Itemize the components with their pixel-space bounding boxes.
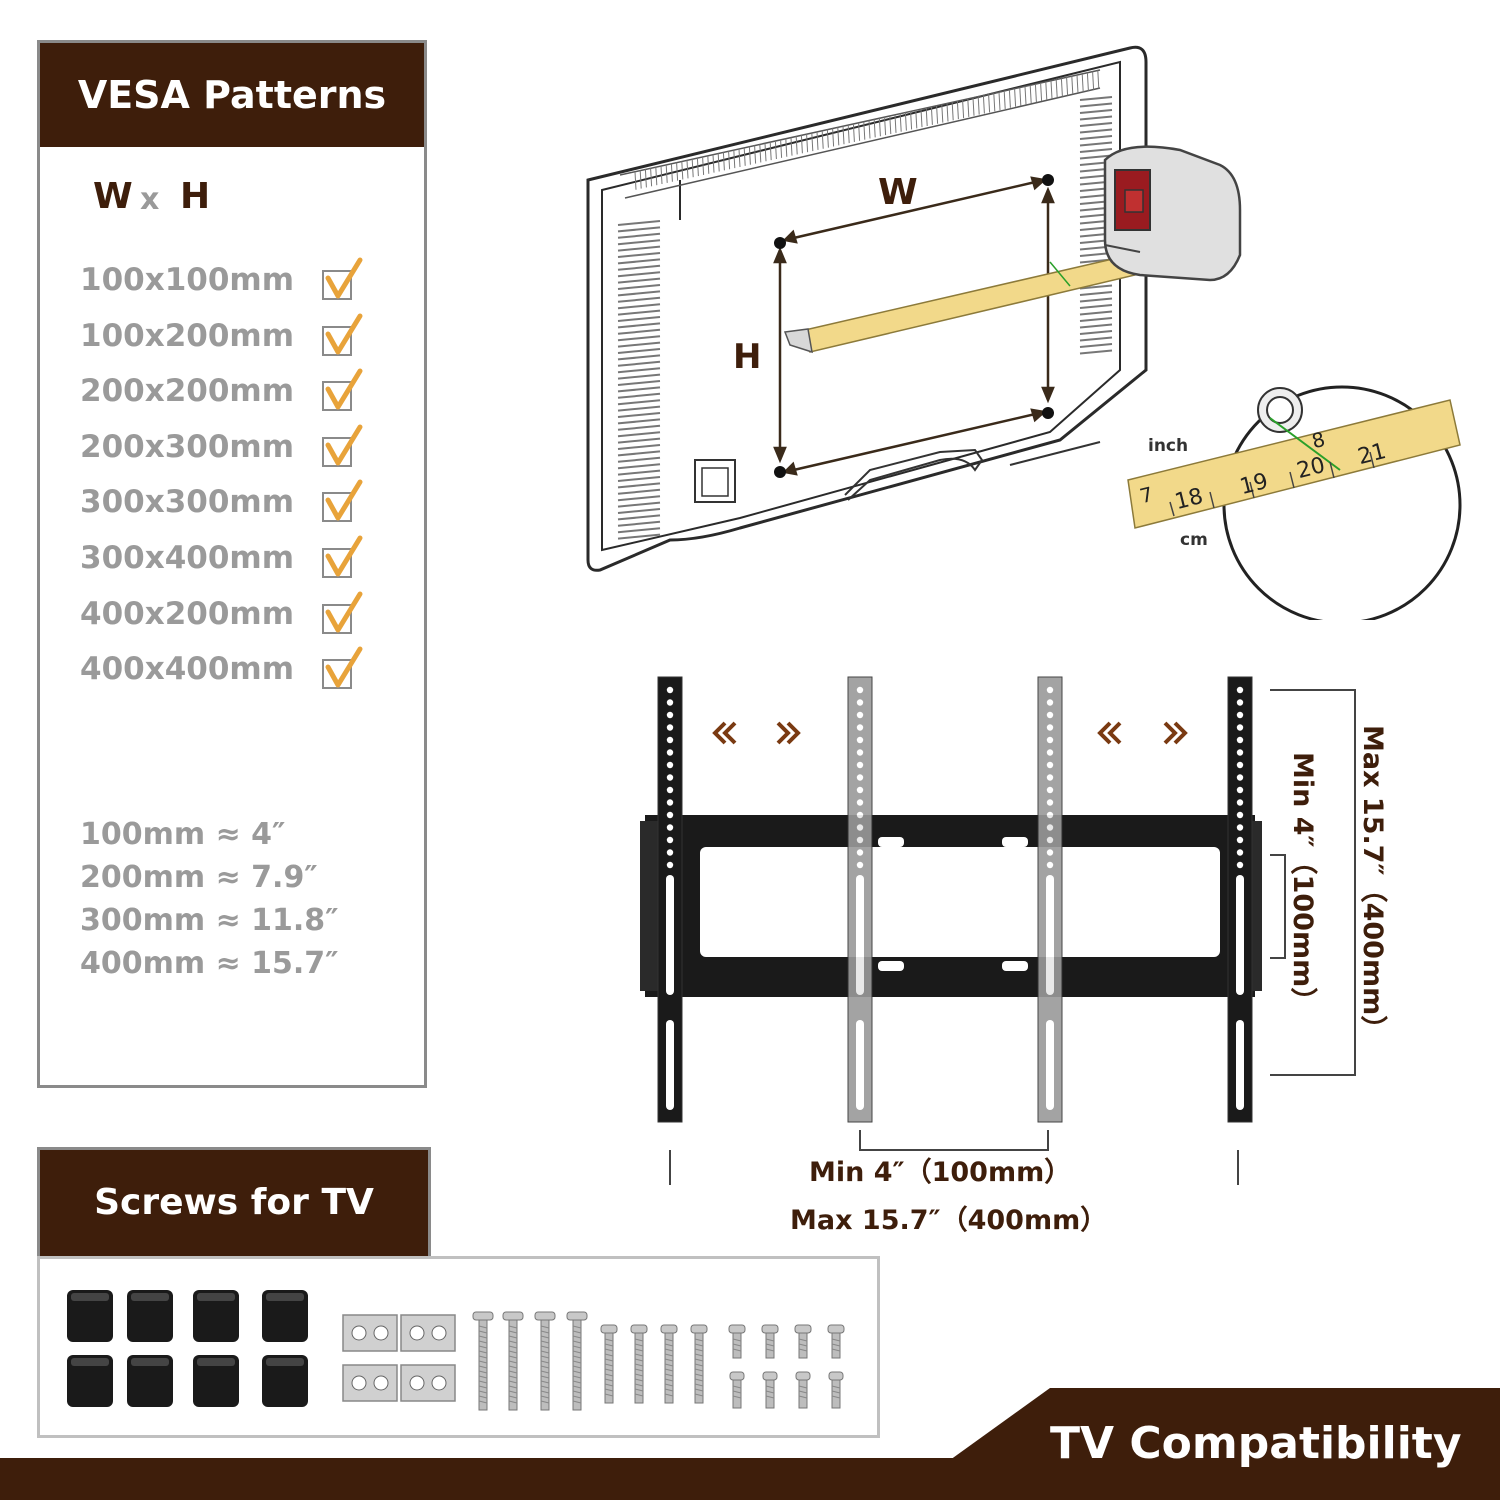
x-heading: x xyxy=(140,182,160,217)
screw-icon xyxy=(761,1324,779,1359)
screw-icon xyxy=(794,1324,812,1359)
inch-label: inch xyxy=(1148,436,1189,456)
screw-icon xyxy=(690,1324,708,1404)
spacer-icon xyxy=(262,1290,308,1342)
wall-mount-bracket xyxy=(640,676,1262,1185)
footer-band xyxy=(0,1458,1500,1500)
vesa-panel xyxy=(37,40,427,1088)
screw-icon xyxy=(600,1324,618,1404)
conversion-item: 400mm ≈ 15.7″ xyxy=(80,946,339,981)
check-icon xyxy=(322,479,363,522)
vesa-pattern-item: 300x300mm xyxy=(80,484,295,520)
spacer-icon xyxy=(193,1290,239,1342)
screw-icon xyxy=(566,1311,588,1411)
top-vent xyxy=(619,69,1101,199)
tv-back-body xyxy=(586,45,1148,572)
screws-title: Screws for TV xyxy=(94,1182,374,1223)
measuring-tape-strip xyxy=(783,254,1136,354)
vesa-pattern-item: 400x400mm xyxy=(80,651,295,687)
w-label: W xyxy=(878,172,918,213)
spacer-icon xyxy=(67,1355,113,1407)
adjust-arrows xyxy=(712,721,1188,745)
washer-plate-icon xyxy=(342,1314,398,1352)
screw-icon xyxy=(827,1324,845,1359)
vent-slats xyxy=(634,70,1100,190)
w-arrow xyxy=(782,176,1047,476)
screw-icon xyxy=(534,1311,556,1411)
screw-icon xyxy=(795,1371,811,1409)
check-icon xyxy=(322,646,363,689)
screws-header xyxy=(37,1147,431,1259)
vesa-title: VESA Patterns xyxy=(77,73,387,117)
mount-arm xyxy=(847,676,873,1123)
conversion-item: 300mm ≈ 11.8″ xyxy=(80,903,339,938)
vesa-pattern-item: 100x100mm xyxy=(80,262,295,298)
mounting-holes xyxy=(774,174,1054,478)
vesa-pattern-item: 100x200mm xyxy=(80,318,295,354)
spacer-icon xyxy=(193,1355,239,1407)
conversion-item: 200mm ≈ 7.9″ xyxy=(80,860,318,895)
check-icon xyxy=(322,591,363,634)
tv-measurement-illustration xyxy=(586,45,1462,620)
port-icon xyxy=(694,459,736,503)
vesa-pattern-item: 400x200mm xyxy=(80,596,295,632)
cm-label: cm xyxy=(1180,530,1208,550)
mount-frame xyxy=(640,815,1262,997)
max-horizontal-label: Max 15.7″（400mm） xyxy=(790,1205,1108,1236)
h-arrow xyxy=(773,186,1055,464)
check-icon xyxy=(322,368,363,411)
check-icon xyxy=(322,424,363,467)
spacers xyxy=(67,1290,308,1407)
spacer-icon xyxy=(127,1290,173,1342)
screw-icon xyxy=(762,1371,778,1409)
spacer-icon xyxy=(127,1355,173,1407)
hardware-kit xyxy=(67,1290,845,1411)
w-heading: W xyxy=(93,176,133,217)
washer-plate-icon xyxy=(400,1314,456,1352)
footer-title: TV Compatibility xyxy=(1050,1418,1462,1469)
screw-icon xyxy=(828,1371,844,1409)
screw-icon xyxy=(660,1324,678,1404)
screws-box xyxy=(37,1256,880,1438)
screw-icon xyxy=(502,1311,524,1411)
stand-slot xyxy=(844,448,984,501)
spacer-icon xyxy=(262,1355,308,1407)
horizontal-dimension-lines xyxy=(669,1130,1239,1185)
left-vent xyxy=(617,220,661,540)
washer-plate-icon xyxy=(342,1364,398,1402)
vesa-pattern-item: 300x400mm xyxy=(80,540,295,576)
zoom-circle xyxy=(1127,385,1462,620)
mount-arm xyxy=(1037,676,1063,1123)
mount-arm xyxy=(657,676,683,1123)
check-icon xyxy=(322,257,363,300)
vesa-pattern-item: 200x200mm xyxy=(80,373,295,409)
screw-icon xyxy=(729,1371,745,1409)
check-icon xyxy=(322,535,363,578)
min-vertical-label: Min 4″（100mm） xyxy=(1287,752,1318,1015)
min-horizontal-label: Min 4″（100mm） xyxy=(809,1157,1072,1188)
footer-tab xyxy=(950,1388,1500,1460)
max-vertical-label: Max 15.7″（400mm） xyxy=(1357,725,1388,1043)
screws xyxy=(472,1311,845,1411)
washer-plate-icon xyxy=(400,1364,456,1402)
spacer-icon xyxy=(67,1290,113,1342)
mount-arms xyxy=(657,676,1253,1123)
vertical-dimension-lines xyxy=(1270,689,1356,1076)
conversion-item: 100mm ≈ 4″ xyxy=(80,817,286,852)
tape-measure-icon xyxy=(1103,145,1242,282)
check-icon xyxy=(322,313,363,356)
h-heading: H xyxy=(180,176,211,217)
washers xyxy=(342,1314,456,1402)
vesa-header xyxy=(40,43,424,147)
vesa-pattern-item: 200x300mm xyxy=(80,429,295,465)
screw-icon xyxy=(472,1311,494,1411)
screw-icon xyxy=(630,1324,648,1404)
h-label: H xyxy=(733,337,762,377)
screw-icon xyxy=(728,1324,746,1359)
mount-arm xyxy=(1227,676,1253,1123)
